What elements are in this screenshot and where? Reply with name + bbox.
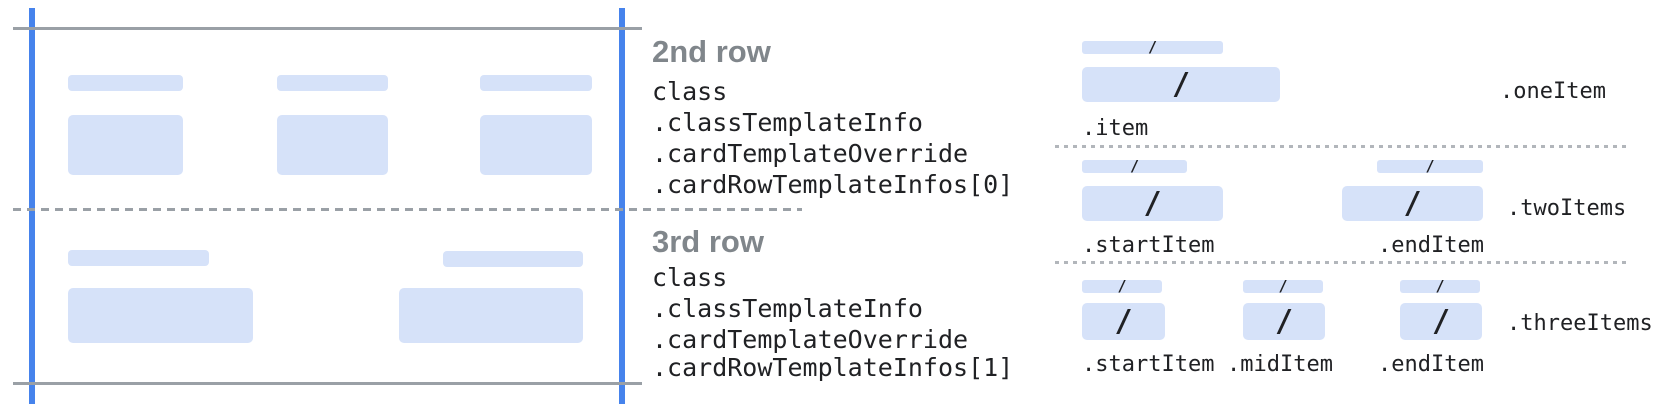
card-top-border-line	[13, 27, 642, 30]
card-left-guide-line	[29, 8, 35, 404]
three-items-start-field-label: .startItem	[1082, 352, 1215, 377]
row2-col2-title-placeholder	[277, 75, 388, 91]
row2-col1-body-placeholder	[68, 115, 183, 175]
row2-col3-body-placeholder	[480, 115, 592, 175]
row3-col1-title-placeholder	[68, 250, 209, 266]
row2-code-line-3: .cardTemplateOverride	[652, 139, 969, 168]
slash-glyph: /	[1114, 303, 1133, 339]
one-item-layout-label: .oneItem	[1500, 79, 1606, 104]
two-items-end-body-placeholder: /	[1342, 186, 1483, 221]
layout-divider-dotted-line-1	[1055, 145, 1630, 148]
row2-code-line-1: class	[652, 77, 728, 106]
slash-glyph: /	[1171, 66, 1191, 102]
row3-code-line-4: .cardRowTemplateInfos[1]	[652, 353, 1014, 382]
row3-code-line-3: .cardTemplateOverride	[652, 325, 969, 354]
slash-glyph: /	[1129, 157, 1140, 175]
two-items-layout-label: .twoItems	[1507, 196, 1627, 221]
three-items-end-field-label: .endItem	[1378, 352, 1484, 377]
three-items-end-body-placeholder: /	[1400, 303, 1482, 340]
row2-col1-title-placeholder	[68, 75, 183, 91]
slash-glyph: /	[1143, 185, 1162, 221]
row3-code-line-1: class	[652, 263, 728, 292]
row2-col3-title-placeholder	[480, 75, 592, 91]
three-items-mid-title-placeholder: /	[1243, 277, 1323, 295]
slash-glyph: /	[1274, 303, 1294, 339]
two-items-start-field-label: .startItem	[1082, 233, 1215, 258]
row2-col2-body-placeholder	[277, 115, 388, 175]
two-items-start-title-placeholder: /	[1082, 157, 1187, 175]
three-items-start-title-placeholder: /	[1082, 277, 1162, 295]
three-items-end-title-placeholder: /	[1400, 277, 1480, 295]
three-items-layout-label: .threeItems	[1507, 311, 1653, 336]
two-items-end-title-placeholder: /	[1377, 157, 1483, 175]
two-items-end-field-label: .endItem	[1378, 233, 1484, 258]
row-divider-dashed-line	[13, 208, 802, 211]
row3-code-line-2: .classTemplateInfo	[652, 294, 923, 323]
slash-glyph: /	[1278, 277, 1288, 295]
row3-col2-title-placeholder	[443, 251, 583, 267]
layout-divider-dotted-line-2	[1055, 261, 1630, 264]
row2-heading: 2nd row	[652, 34, 771, 69]
slash-glyph: /	[1425, 157, 1435, 175]
one-item-field-label: .item	[1082, 116, 1149, 141]
one-item-body-placeholder: /	[1082, 67, 1280, 102]
row3-heading: 3rd row	[652, 224, 764, 259]
three-items-mid-field-label: .midItem	[1227, 352, 1333, 377]
one-item-title-placeholder: /	[1082, 38, 1223, 56]
two-items-start-body-placeholder: /	[1082, 186, 1223, 221]
row3-col1-body-placeholder	[68, 288, 253, 343]
card-bottom-border-line	[13, 382, 642, 385]
slash-glyph: /	[1403, 185, 1422, 221]
row2-code-line-2: .classTemplateInfo	[652, 108, 923, 137]
three-items-start-body-placeholder: /	[1082, 303, 1165, 340]
slash-glyph: /	[1147, 38, 1158, 56]
slash-glyph: /	[1435, 277, 1445, 295]
row3-col2-body-placeholder	[399, 288, 583, 343]
card-right-guide-line	[619, 8, 625, 404]
row2-code-line-4: .cardRowTemplateInfos[0]	[652, 170, 1014, 199]
slash-glyph: /	[1431, 303, 1451, 339]
three-items-mid-body-placeholder: /	[1243, 303, 1325, 340]
slash-glyph: /	[1117, 277, 1127, 295]
